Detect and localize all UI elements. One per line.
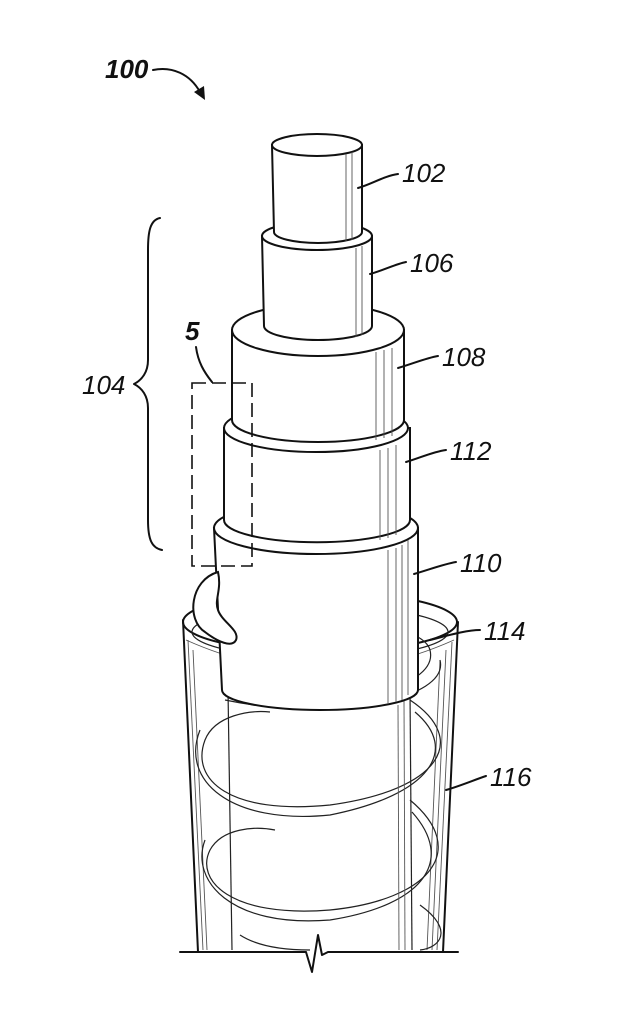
detail-leader-5 — [195, 346, 213, 383]
leader-116 — [445, 775, 487, 791]
leader-106 — [369, 261, 407, 275]
brace-104 — [133, 217, 163, 551]
label-114: 114 — [484, 616, 525, 646]
label-104: 104 — [82, 370, 125, 400]
label-110: 110 — [460, 548, 502, 578]
inner-core-lower — [227, 689, 413, 951]
leader-110 — [413, 561, 457, 575]
leader-102 — [357, 173, 399, 189]
conductor-102 — [270, 133, 363, 244]
main-ref-arrow — [152, 68, 201, 93]
helical-wire-114 — [195, 619, 442, 951]
break-line — [179, 934, 459, 973]
label-detail-5: 5 — [185, 316, 200, 346]
label-108: 108 — [442, 342, 486, 372]
leader-114 — [429, 629, 481, 641]
detail-box-5 — [191, 382, 253, 567]
label-100: 100 — [105, 54, 149, 84]
label-112: 112 — [450, 436, 492, 466]
main-ref-arrowhead — [194, 86, 205, 100]
leader-112 — [405, 449, 447, 463]
leader-108 — [397, 355, 439, 369]
label-106: 106 — [410, 248, 454, 278]
label-102: 102 — [402, 158, 446, 188]
label-116: 116 — [490, 762, 532, 792]
